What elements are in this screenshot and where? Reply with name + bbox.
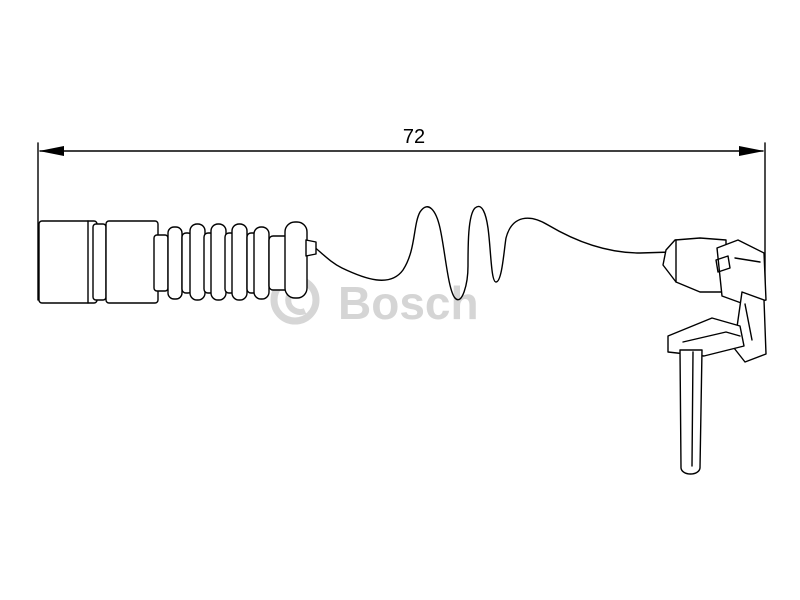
- grommet-end-cap: [284, 221, 308, 299]
- plug-housing-rear: [105, 220, 159, 304]
- watermark-brand: Bosch: [338, 277, 479, 329]
- dimension-value: 72: [403, 126, 425, 148]
- sensor-head: [662, 237, 767, 475]
- sensor-clip: [716, 239, 767, 305]
- arrowhead-left: [39, 146, 64, 156]
- coiled-wire: [312, 205, 673, 301]
- rubber-grommet: [167, 221, 317, 301]
- plug-collar: [153, 234, 169, 292]
- watermark: Bosch: [270, 275, 479, 329]
- dimension-72: 72: [37, 126, 766, 301]
- plug-ring: [92, 223, 107, 301]
- connector-plug: [38, 220, 169, 304]
- sensor-probe: [679, 349, 703, 475]
- sensor-body: [662, 237, 727, 293]
- arrowhead-right: [739, 146, 764, 156]
